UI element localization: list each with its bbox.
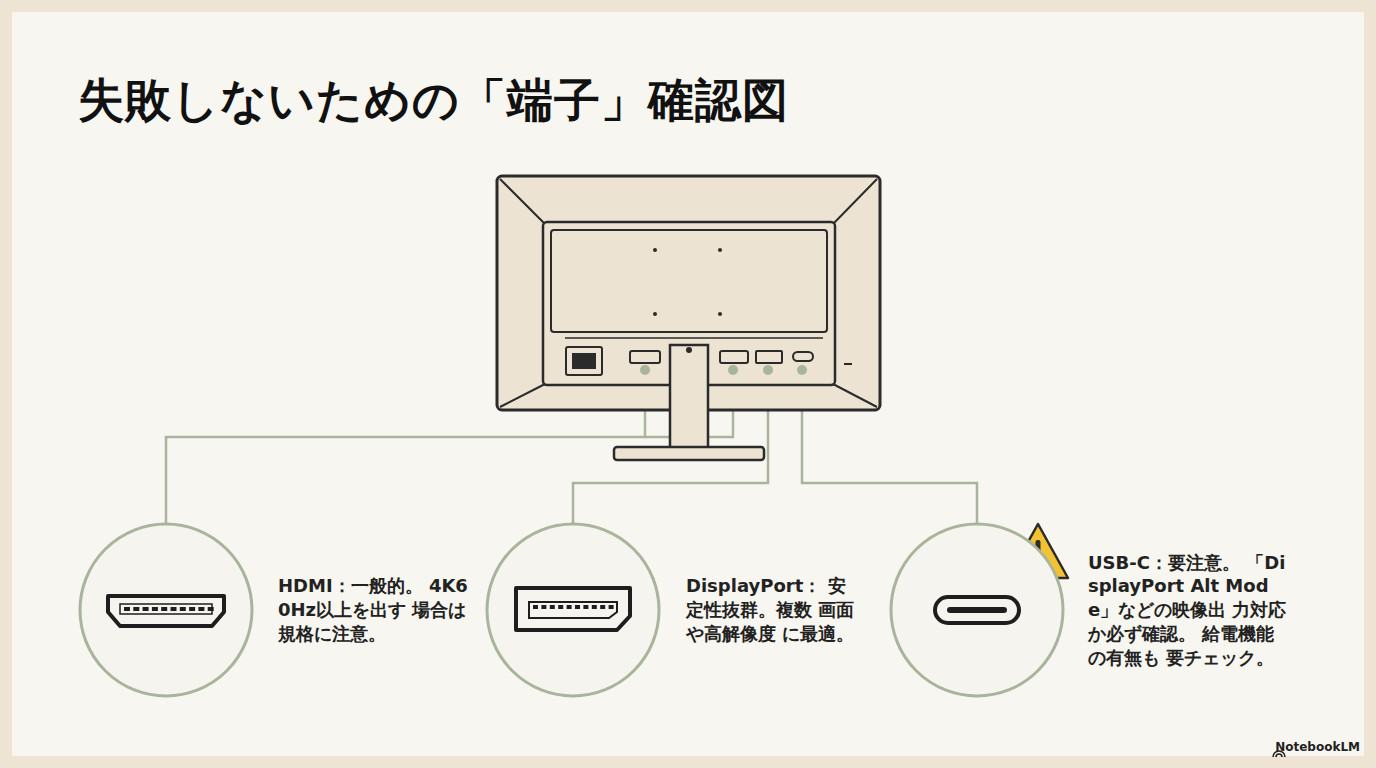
- port-description: HDMI：一般的。 4K60Hz以上を出す 場合は規格に注意。: [278, 574, 468, 645]
- port-node: DisplayPort： 安定性抜群。複数 画面や高解像度 に最適。: [484, 521, 662, 699]
- port-description: USB-C：要注意。 「DisplayPort Alt Mode」などの映像出 …: [1088, 551, 1288, 670]
- port-circle: [888, 521, 1066, 699]
- diagram-title: 失敗しないための「端子」確認図: [78, 70, 789, 132]
- watermark: NotebookLM: [1275, 740, 1360, 754]
- port-circle: [484, 521, 662, 699]
- port-circle: [77, 521, 255, 699]
- port-node: HDMI：一般的。 4K60Hz以上を出す 場合は規格に注意。: [77, 521, 255, 699]
- port-node: USB-C：要注意。 「DisplayPort Alt Mode」などの映像出 …: [888, 521, 1066, 699]
- port-description: DisplayPort： 安定性抜群。複数 画面や高解像度 に最適。: [686, 574, 858, 645]
